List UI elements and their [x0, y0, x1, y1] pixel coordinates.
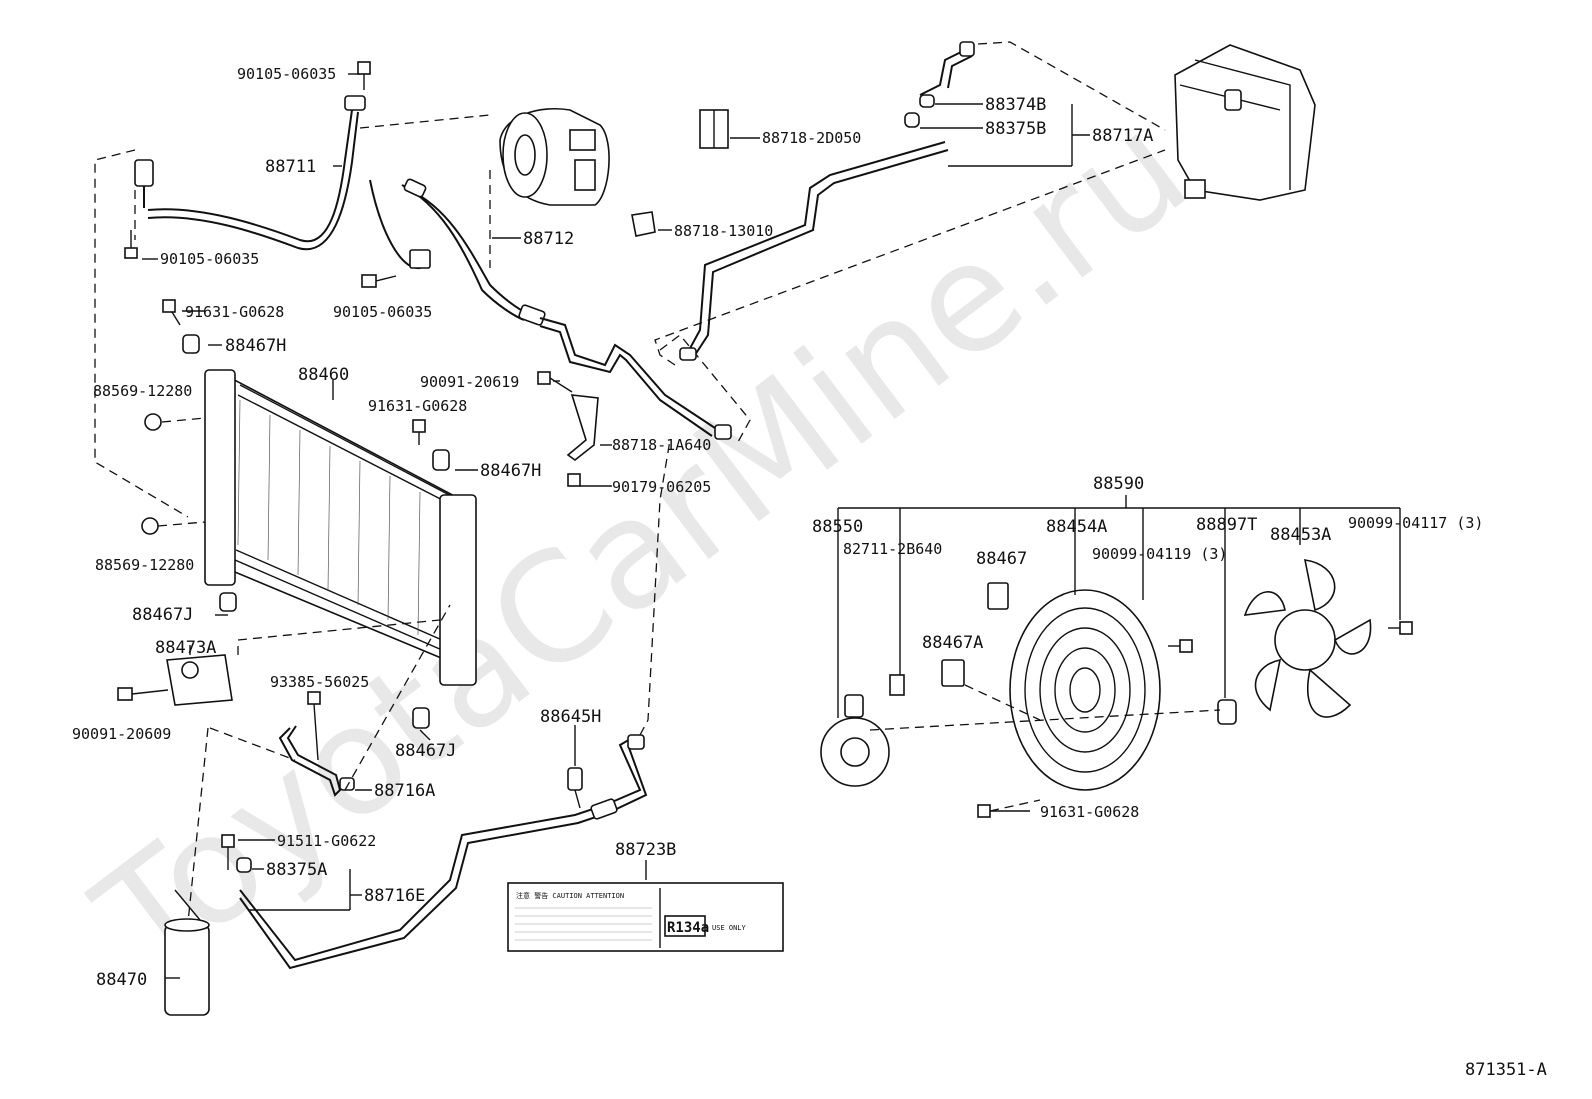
label-88467j-a[interactable]: 88467J: [132, 605, 193, 625]
o-ring-88374b[interactable]: [919, 94, 935, 108]
label-88897t[interactable]: 88897T: [1196, 515, 1257, 535]
label-91511[interactable]: 91511-G0622: [277, 832, 376, 850]
bracket-88718-1a640[interactable]: [566, 394, 599, 462]
bolt-90105-mid[interactable]: [361, 274, 397, 288]
bolt-91631-b[interactable]: [412, 419, 426, 445]
screw-90099-04117[interactable]: [1388, 621, 1413, 635]
label-88467[interactable]: 88467: [976, 549, 1027, 569]
label-88467a[interactable]: 88467A: [922, 633, 983, 653]
bracket-88473a[interactable]: [166, 654, 233, 706]
condenser-88460[interactable]: [204, 369, 477, 686]
label-88467j-b[interactable]: 88467J: [395, 741, 456, 761]
bolt-91511[interactable]: [221, 834, 235, 870]
label-88460[interactable]: 88460: [298, 365, 349, 385]
clip-88467[interactable]: [987, 582, 1009, 610]
label-91631-a[interactable]: 91631-G0628: [185, 303, 284, 321]
label-88716e[interactable]: 88716E: [364, 886, 425, 906]
label-88550[interactable]: 88550: [812, 517, 863, 537]
label-90179[interactable]: 90179-06205: [612, 478, 711, 496]
label-91631-b[interactable]: 91631-G0628: [368, 397, 467, 415]
ac-compressor[interactable]: [499, 108, 610, 206]
bolt-90105-left[interactable]: [124, 230, 138, 259]
leader-lines: [142, 73, 1401, 979]
receiver-88470[interactable]: [164, 889, 210, 1016]
label-plate-use-only: USE ONLY: [712, 924, 747, 932]
cushion-88467h-b[interactable]: [432, 449, 450, 471]
fan-blade-88453a[interactable]: [1243, 559, 1372, 718]
label-88467h-a[interactable]: 88467H: [225, 336, 286, 356]
label-88374b[interactable]: 88374B: [985, 95, 1046, 115]
bolt-91631-a[interactable]: [162, 299, 181, 326]
label-88454a[interactable]: 88454A: [1046, 517, 1107, 537]
label-90105-left[interactable]: 90105-06035: [160, 250, 259, 268]
label-88723b[interactable]: 88723B: [615, 840, 676, 860]
wire-clamp-82711[interactable]: [889, 674, 905, 696]
pin-88569-b[interactable]: [141, 517, 206, 535]
label-91631-c[interactable]: 91631-G0628: [1040, 803, 1139, 821]
label-88467h-b[interactable]: 88467H: [480, 461, 541, 481]
cushion-88467j-a[interactable]: [219, 592, 237, 612]
label-90091-20609[interactable]: 90091-20609: [72, 725, 171, 743]
label-88718-1a640[interactable]: 88718-1A640: [612, 436, 711, 454]
label-90091-20619[interactable]: 90091-20619: [420, 373, 519, 391]
suction-tube-88717a[interactable]: [679, 41, 975, 361]
label-82711[interactable]: 82711-2B640: [843, 540, 942, 558]
label-90105-mid[interactable]: 90105-06035: [333, 303, 432, 321]
label-88569-b[interactable]: 88569-12280: [95, 556, 194, 574]
label-88470[interactable]: 88470: [96, 970, 147, 990]
label-88718-2d050[interactable]: 88718-2D050: [762, 129, 861, 147]
cushion-88467j-b[interactable]: [412, 707, 430, 729]
label-88717a[interactable]: 88717A: [1092, 126, 1153, 146]
label-90099-04119[interactable]: 90099-04119 (3): [1092, 545, 1227, 563]
pressure-switch-88645h[interactable]: [567, 767, 583, 809]
part-labels: 90105-06035 88711 90105-06035 88712 9010…: [72, 65, 1547, 1080]
label-88718-13010[interactable]: 88718-13010: [674, 222, 773, 240]
bolt-90091-20609[interactable]: [117, 687, 169, 701]
o-ring-88375b[interactable]: [904, 112, 920, 128]
label-88711[interactable]: 88711: [265, 157, 316, 177]
discharge-hose-88711[interactable]: [134, 95, 366, 251]
label-plate-header: 注意 警告 CAUTION ATTENTION: [516, 891, 624, 900]
label-88375a[interactable]: 88375A: [266, 860, 327, 880]
collar-88897t[interactable]: [1217, 699, 1237, 725]
liquid-tube-88716a[interactable]: [278, 725, 355, 797]
nut-90179[interactable]: [567, 473, 581, 487]
fan-shroud-88454a[interactable]: [1009, 589, 1161, 791]
label-88375b[interactable]: 88375B: [985, 119, 1046, 139]
clip-88467a[interactable]: [941, 659, 965, 687]
evaporator-unit[interactable]: [1174, 44, 1316, 201]
label-88645h[interactable]: 88645H: [540, 707, 601, 727]
fan-motor-88550[interactable]: [820, 694, 890, 787]
label-plate-r134a: R134a: [667, 920, 709, 936]
suction-hose-88712[interactable]: [369, 178, 732, 440]
label-88473a[interactable]: 88473A: [155, 638, 216, 658]
label-90105-top[interactable]: 90105-06035: [237, 65, 336, 83]
label-88712[interactable]: 88712: [523, 229, 574, 249]
bolt-93385[interactable]: [307, 691, 321, 761]
label-plate-88723b[interactable]: 注意 警告 CAUTION ATTENTION R134a USE ONLY: [507, 882, 784, 952]
clamp-88718-13010[interactable]: [631, 211, 656, 237]
bolt-90105-top[interactable]: [357, 61, 371, 90]
diagram-code: 871351-A: [1465, 1060, 1547, 1080]
label-93385[interactable]: 93385-56025: [270, 673, 369, 691]
clamp-88718-2d050[interactable]: [699, 109, 729, 149]
bolt-91631-c[interactable]: [977, 799, 1041, 818]
label-88590[interactable]: 88590: [1093, 474, 1144, 494]
pin-88569-a[interactable]: [144, 413, 206, 431]
label-88453a[interactable]: 88453A: [1270, 525, 1331, 545]
liquid-tube-88716e[interactable]: [239, 734, 648, 970]
bolt-90091-20619[interactable]: [537, 371, 573, 393]
label-90099-04117[interactable]: 90099-04117 (3): [1348, 514, 1483, 532]
screw-90099-04119[interactable]: [1168, 639, 1193, 653]
label-88716a[interactable]: 88716A: [374, 781, 435, 801]
o-ring-88375a[interactable]: [236, 857, 252, 873]
label-88569-a[interactable]: 88569-12280: [93, 382, 192, 400]
cushion-88467h-a[interactable]: [182, 334, 200, 354]
